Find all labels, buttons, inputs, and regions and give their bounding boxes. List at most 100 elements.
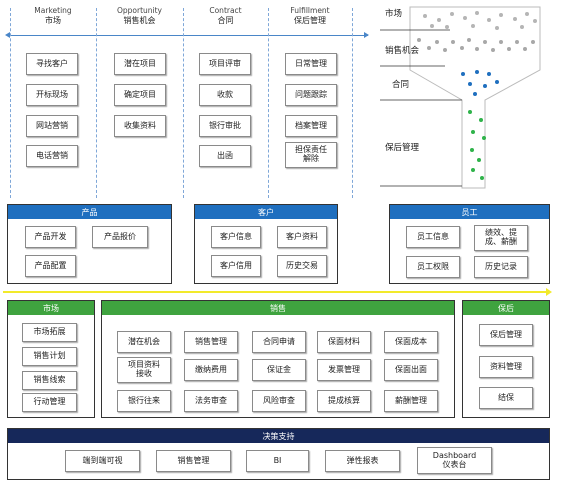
funnel-dot: [482, 136, 486, 140]
funnel-dot: [495, 80, 499, 84]
funnel-label-opportunity: 销售机会: [385, 46, 420, 56]
stage-item: 档案管理: [285, 115, 337, 137]
employee-item: 绩效、提 成、薪酬: [474, 225, 528, 251]
stage-item: 寻找客户: [26, 53, 78, 75]
stage-zh-label: 市场: [45, 15, 61, 25]
funnel-dot: [430, 24, 434, 28]
funnel-dot: [480, 176, 484, 180]
sales-item: 风险审查: [252, 390, 306, 412]
stage-item: 网站营销: [26, 115, 78, 137]
funnel-shape: [380, 6, 541, 189]
funnel-dot: [445, 25, 449, 29]
funnel-dot: [533, 19, 537, 23]
decision-item: 弹性报表: [325, 450, 400, 472]
employee-item: 历史记录: [474, 256, 528, 278]
stage-divider: [268, 8, 269, 198]
sales-item: 提成核算: [317, 390, 371, 412]
stage-item: 开标现场: [26, 84, 78, 106]
panel-product-title: 产品: [8, 205, 171, 219]
sales-item: 潜在机会: [117, 331, 171, 353]
customer-item: 客户信用: [211, 255, 261, 277]
panel-customer: 客户 客户信息 客户资料 客户信用 历史交易: [194, 204, 338, 284]
process-flow: Marketing 市场 寻找客户 开标现场 网站营销 电话营销 Opportu…: [0, 0, 370, 200]
stage-contract-header: Contract 合同: [183, 6, 268, 25]
stage-en-label: Opportunity: [116, 6, 162, 15]
stage-en-label: Fulfillment: [290, 6, 330, 15]
aftercare-item: 保后管理: [479, 324, 533, 346]
flow-arrow-head-left: [5, 32, 10, 38]
stage-en-label: Contract: [209, 6, 242, 15]
sales-item: 发票管理: [317, 359, 371, 381]
panel-market: 市场 市场拓展 销售计划 销售线索 行动管理: [7, 300, 95, 418]
stage-item: 收款: [199, 84, 251, 106]
stage-item: 收集资料: [114, 115, 166, 137]
funnel-dot: [427, 46, 431, 50]
funnel-dot: [495, 26, 499, 30]
customer-item: 客户资料: [277, 226, 327, 248]
funnel-dot: [461, 72, 465, 76]
funnel-dot: [443, 48, 447, 52]
funnel-dot: [475, 70, 479, 74]
funnel-dot: [471, 24, 475, 28]
aftercare-item: 结保: [479, 387, 533, 409]
funnel-dot: [437, 18, 441, 22]
stage-zh-label: 合同: [217, 15, 234, 25]
customer-item: 客户信息: [211, 226, 261, 248]
decision-item: BI: [246, 450, 309, 472]
funnel-dot: [515, 40, 519, 44]
sales-item: 保面材料: [317, 331, 371, 353]
sales-item: 项目资料 接收: [117, 357, 171, 383]
sales-item: 保证金: [252, 359, 306, 381]
funnel-dot: [499, 40, 503, 44]
stage-en-label: Marketing: [34, 6, 72, 15]
sales-item: 合同申请: [252, 331, 306, 353]
sales-item: 销售管理: [184, 331, 238, 353]
funnel-dot: [468, 82, 472, 86]
sales-item: 银行往来: [117, 390, 171, 412]
funnel-dot: [467, 38, 471, 42]
product-item: 产品报价: [92, 226, 148, 248]
funnel-dot: [479, 118, 483, 122]
funnel-dot: [499, 13, 503, 17]
funnel-dot: [475, 47, 479, 51]
funnel-dots: [375, 0, 563, 195]
product-item: 产品开发: [25, 226, 76, 248]
market-item: 市场拓展: [22, 323, 77, 342]
stage-divider: [96, 8, 97, 198]
stage-zh-label: 保后管理: [294, 15, 326, 25]
sales-funnel: 市场 销售机会 合同 保后管理: [375, 0, 563, 195]
stage-item: 确定项目: [114, 84, 166, 106]
panel-employee: 员工 员工信息 绩效、提 成、薪酬 员工权限 历史记录: [389, 204, 550, 284]
funnel-dot: [471, 130, 475, 134]
product-item: 产品配置: [25, 255, 76, 277]
sales-item: 缴纳费用: [184, 359, 238, 381]
panel-sales: 销售 潜在机会销售管理合同申请保面材料保面成本项目资料 接收缴纳费用保证金发票管…: [101, 300, 455, 418]
stage-item: 电话营销: [26, 145, 78, 167]
stage-item: 担保责任 解除: [285, 142, 337, 168]
stage-item: 日常管理: [285, 53, 337, 75]
funnel-dot: [477, 158, 481, 162]
stage-divider: [10, 8, 11, 198]
customer-item: 历史交易: [277, 255, 327, 277]
stage-divider: [183, 8, 184, 198]
funnel-dot: [460, 46, 464, 50]
stage-item: 银行审批: [199, 115, 251, 137]
funnel-dot: [513, 17, 517, 21]
panel-product: 产品 产品开发 产品报价 产品配置: [7, 204, 172, 284]
funnel-dot: [483, 40, 487, 44]
funnel-dot: [507, 47, 511, 51]
employee-item: 员工信息: [406, 226, 460, 248]
funnel-dot: [463, 16, 467, 20]
panel-employee-title: 员工: [390, 205, 549, 219]
decision-item: Dashboard 仪表台: [417, 447, 492, 474]
sales-item: 保面成本: [384, 331, 438, 353]
funnel-dot: [523, 47, 527, 51]
stage-opportunity-header: Opportunity 销售机会: [96, 6, 183, 25]
panel-decision-title: 决策支持: [8, 429, 549, 443]
market-item: 销售计划: [22, 347, 77, 366]
panel-sales-title: 销售: [102, 301, 454, 315]
stage-marketing-header: Marketing 市场: [10, 6, 96, 25]
stage-item: 项目评审: [199, 53, 251, 75]
panel-aftercare: 保后 保后管理 资料管理 结保: [462, 300, 550, 418]
funnel-dot: [475, 11, 479, 15]
